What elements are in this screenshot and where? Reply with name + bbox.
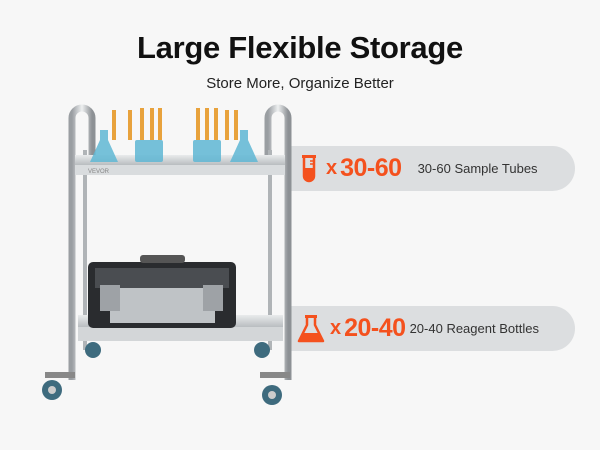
lab-cart-image: VEVOR	[42, 104, 292, 405]
callout-label: 30-60 Sample Tubes	[417, 161, 538, 176]
test-tube-icon	[302, 154, 316, 182]
count: 20-40	[344, 314, 406, 342]
count: 30-60	[340, 154, 402, 182]
svg-text:VEVOR: VEVOR	[88, 169, 110, 175]
callout-reagent-bottles: x 20-40 20-40 Reagent Bottles	[290, 306, 575, 351]
multiplier: x	[326, 157, 338, 179]
caster-wheels	[42, 342, 290, 405]
callout-sample-tubes: x 30-60 30-60 Sample Tubes	[290, 146, 575, 191]
flask-icon	[297, 314, 325, 342]
multiplier: x	[330, 317, 342, 339]
page-title: Large Flexible Storage	[137, 30, 463, 65]
page-subtitle: Store More, Organize Better	[206, 75, 394, 92]
callout-label: 20-40 Reagent Bottles	[409, 321, 539, 336]
